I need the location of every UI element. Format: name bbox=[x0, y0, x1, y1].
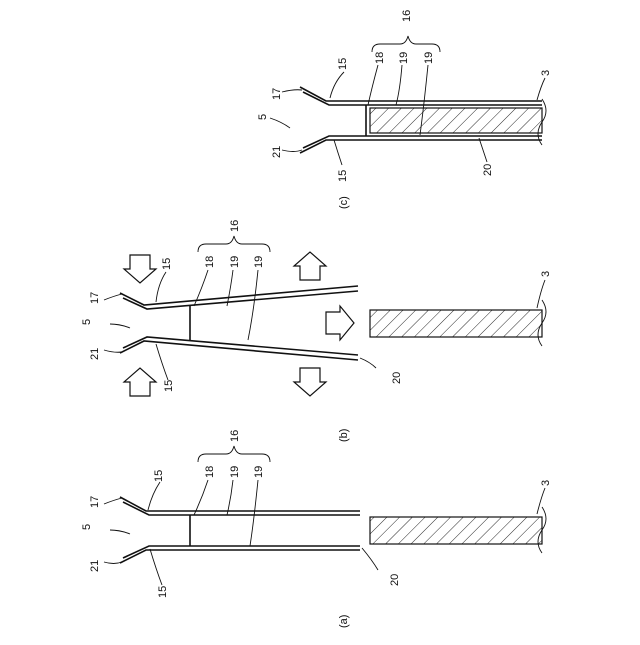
panel-c-leader-17 bbox=[282, 90, 302, 92]
panel-c-label-15a: 15 bbox=[337, 58, 349, 70]
panel-c: (c) 15 16 18 19 19 17 5 21 15 20 3 bbox=[257, 10, 552, 209]
panel-c-leader-19a bbox=[396, 65, 402, 105]
panel-c-frame-upper bbox=[300, 87, 542, 101]
panel-c-caption: (c) bbox=[338, 196, 350, 209]
panel-a-label-20: 20 bbox=[389, 574, 401, 586]
arrow-spread-up-icon bbox=[294, 252, 326, 280]
panel-c-label-19b: 19 bbox=[423, 52, 435, 64]
panel-a-frame-lower bbox=[120, 550, 360, 563]
panel-b-leader-5 bbox=[110, 324, 130, 328]
panel-b-label-5: 5 bbox=[81, 319, 93, 325]
panel-b-block bbox=[370, 310, 542, 337]
panel-a-frame-upper bbox=[120, 497, 360, 511]
panel-a-label-15a: 15 bbox=[153, 470, 165, 482]
panel-b-leader-15a bbox=[156, 272, 166, 302]
panel-b-label-19b: 19 bbox=[253, 256, 265, 268]
panel-c-leader-20 bbox=[479, 138, 487, 162]
panel-c-label-18: 18 bbox=[374, 52, 386, 64]
panel-a-leader-15b bbox=[150, 549, 162, 585]
panel-b-frame-lower bbox=[120, 341, 358, 360]
panel-b-leader-21 bbox=[104, 350, 122, 352]
arrow-insert-right-icon bbox=[326, 306, 354, 340]
panel-c-label-21: 21 bbox=[271, 146, 283, 158]
arrow-press-up-icon bbox=[124, 368, 156, 396]
panel-c-leader-15a bbox=[330, 72, 344, 98]
panel-b-caption: (b) bbox=[338, 429, 350, 442]
panel-b-leader-19b bbox=[248, 270, 258, 340]
panel-a-leader-19b bbox=[250, 480, 258, 546]
panel-a-label-3: 3 bbox=[540, 480, 552, 486]
panel-a-frame-lower-inner bbox=[123, 546, 360, 558]
panel-a-leader-19a bbox=[227, 480, 233, 515]
panel-a-block bbox=[370, 517, 542, 544]
panel-a-label-18: 18 bbox=[204, 466, 216, 478]
panel-a-label-19a: 19 bbox=[229, 466, 241, 478]
panel-a-leader-17 bbox=[104, 498, 122, 504]
panel-a-label-21: 21 bbox=[89, 560, 101, 572]
panel-c-label-5: 5 bbox=[257, 114, 269, 120]
panel-b-label-17: 17 bbox=[89, 292, 101, 304]
panel-a-label-19b: 19 bbox=[253, 466, 265, 478]
panel-a-label-5: 5 bbox=[81, 524, 93, 530]
panel-c-label-15b: 15 bbox=[337, 170, 349, 182]
arrow-press-down-icon bbox=[124, 255, 156, 283]
panel-a-label-15b: 15 bbox=[157, 586, 169, 598]
panel-c-leader-18 bbox=[368, 65, 378, 105]
panel-c-leader-5 bbox=[270, 118, 290, 128]
panel-c-leader-21 bbox=[282, 150, 302, 152]
panel-b-frame-upper-inner bbox=[123, 291, 358, 309]
arrow-spread-down-icon bbox=[294, 368, 326, 396]
panel-c-label-17: 17 bbox=[271, 88, 283, 100]
panel-c-frame-lower-inner bbox=[303, 136, 542, 148]
panel-a-leader-15a bbox=[148, 482, 160, 510]
panel-c-leader-15b bbox=[334, 140, 342, 165]
panel-a-label-17: 17 bbox=[89, 496, 101, 508]
panel-b-label-3: 3 bbox=[540, 271, 552, 277]
panel-b-label-19a: 19 bbox=[229, 256, 241, 268]
panel-b-leader-20 bbox=[360, 358, 376, 368]
panel-c-label-3: 3 bbox=[540, 70, 552, 76]
panel-b-label-15a: 15 bbox=[161, 258, 173, 270]
panel-a-brace bbox=[198, 446, 270, 462]
panel-b-label-20: 20 bbox=[391, 372, 403, 384]
panel-c-block bbox=[370, 108, 542, 133]
panel-b: (b) 15 16 18 19 19 17 5 21 15 20 3 bbox=[81, 220, 552, 442]
panel-a-leader-18 bbox=[194, 480, 208, 515]
panel-c-frame-upper-inner bbox=[303, 92, 542, 105]
panel-b-label-18: 18 bbox=[204, 256, 216, 268]
panel-c-label-19a: 19 bbox=[398, 52, 410, 64]
panel-a-leader-21 bbox=[104, 562, 122, 564]
panel-b-frame-upper bbox=[120, 286, 358, 305]
panel-b-label-15b: 15 bbox=[163, 380, 175, 392]
panel-a-frame-upper-inner bbox=[123, 502, 360, 515]
panel-c-label-16: 16 bbox=[401, 10, 413, 22]
panel-a-caption: (a) bbox=[338, 615, 350, 628]
panel-a-leader-20 bbox=[362, 548, 378, 570]
panel-a-label-16: 16 bbox=[229, 430, 241, 442]
panel-b-brace bbox=[198, 236, 270, 252]
panel-b-leader-17 bbox=[104, 294, 122, 300]
panel-a-leader-5 bbox=[110, 530, 130, 534]
panel-c-leader-3 bbox=[537, 78, 545, 100]
panel-a: (a) 15 16 18 19 19 17 5 21 15 20 3 bbox=[81, 430, 552, 628]
panel-b-leader-19a bbox=[227, 270, 233, 306]
panel-b-leader-15b bbox=[156, 344, 168, 380]
panel-c-brace bbox=[372, 36, 440, 52]
panel-b-label-16: 16 bbox=[229, 220, 241, 232]
panel-b-label-21: 21 bbox=[89, 348, 101, 360]
panel-c-label-20: 20 bbox=[482, 164, 494, 176]
